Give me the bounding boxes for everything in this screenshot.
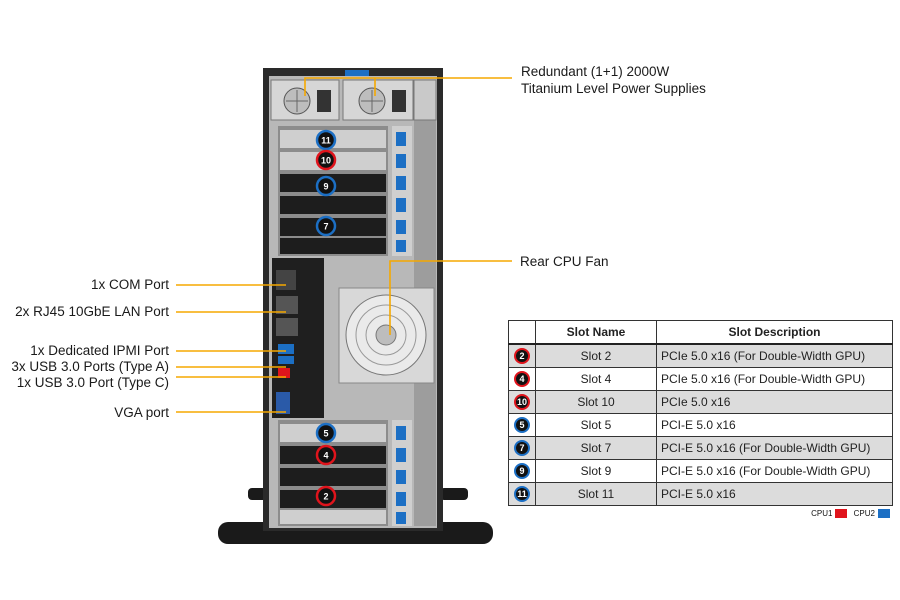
slot-desc-cell: PCIe 5.0 x16 <box>656 390 893 414</box>
slot-marker-7: 7 <box>315 215 337 237</box>
slot-badge-cell: 10 <box>508 390 536 414</box>
slot-name-cell: Slot 11 <box>535 482 657 506</box>
callout-line-fan <box>389 260 512 335</box>
slot-marker-2: 2 <box>315 485 337 507</box>
legend-cpu2-label: CPU2 <box>853 509 875 518</box>
slot-badge: 4 <box>514 371 530 387</box>
legend-cpu2-swatch <box>878 509 890 519</box>
slot-marker-9: 9 <box>315 175 337 197</box>
slot-table-header: Slot Name Slot Description <box>508 320 893 345</box>
callout-line-psu <box>304 77 512 96</box>
slot-desc-cell: PCI-E 5.0 x16 <box>656 482 893 506</box>
slot-marker-10: 10 <box>315 149 337 171</box>
slot-marker-11: 11 <box>315 129 337 151</box>
slot-badge-cell: 4 <box>508 367 536 391</box>
slot-badge: 9 <box>514 463 530 479</box>
slot-name-cell: Slot 4 <box>535 367 657 391</box>
slot-badge-cell: 11 <box>508 482 536 506</box>
slot-badge: 2 <box>514 348 530 364</box>
svg-text:10: 10 <box>321 156 331 166</box>
slot-badge-cell: 7 <box>508 436 536 460</box>
lan-port-callout: 2x RJ45 10GbE LAN Port <box>15 304 169 319</box>
psu-callout-line1: Redundant (1+1) 2000W <box>521 64 670 79</box>
slot-badge-cell: 9 <box>508 459 536 483</box>
psu-callout-line2: Titanium Level Power Supplies <box>521 81 706 96</box>
chassis-foot-right <box>440 488 468 500</box>
svg-text:11: 11 <box>321 136 331 146</box>
svg-text:7: 7 <box>323 222 328 232</box>
power-supply-2 <box>342 79 414 121</box>
slot-badge: 11 <box>514 486 530 502</box>
slot-name-cell: Slot 2 <box>535 343 657 368</box>
slot-desc-cell: PCIe 5.0 x16 (For Double-Width GPU) <box>656 343 893 368</box>
slot-marker-5: 5 <box>315 422 337 444</box>
usb-c-callout: 1x USB 3.0 Port (Type C) <box>16 375 169 390</box>
slot-desc-cell: PCIe 5.0 x16 (For Double-Width GPU) <box>656 367 893 391</box>
slot-badge: 5 <box>514 417 530 433</box>
ipmi-port-callout: 1x Dedicated IPMI Port <box>30 343 169 358</box>
slot-desc-cell: PCI-E 5.0 x16 <box>656 413 893 437</box>
slot-desc-cell: PCI-E 5.0 x16 (For Double-Width GPU) <box>656 459 893 483</box>
com-port-callout: 1x COM Port <box>90 277 169 292</box>
slot-table-header-name: Slot Name <box>535 320 657 345</box>
slot-table-header-desc: Slot Description <box>656 320 893 345</box>
vga-port-callout: VGA port <box>114 405 169 420</box>
svg-text:5: 5 <box>323 429 328 439</box>
slot-badge: 7 <box>514 440 530 456</box>
svg-text:4: 4 <box>323 451 328 461</box>
slot-table-header-badge <box>508 320 536 345</box>
io-panel <box>272 258 324 418</box>
svg-text:9: 9 <box>323 182 328 192</box>
cpu-legend: CPU1 CPU2 <box>811 509 894 519</box>
slot-marker-4: 4 <box>315 444 337 466</box>
slot-name-cell: Slot 10 <box>535 390 657 414</box>
slot-badge-cell: 5 <box>508 413 536 437</box>
power-supply-1 <box>270 79 340 121</box>
slot-name-cell: Slot 7 <box>535 436 657 460</box>
chassis-top-handle <box>345 70 369 76</box>
usb-a-callout: 3x USB 3.0 Ports (Type A) <box>11 359 169 374</box>
slot-name-cell: Slot 9 <box>535 459 657 483</box>
slot-badge: 10 <box>514 394 530 410</box>
svg-text:2: 2 <box>323 492 328 502</box>
slot-desc-cell: PCI-E 5.0 x16 (For Double-Width GPU) <box>656 436 893 460</box>
slot-name-cell: Slot 5 <box>535 413 657 437</box>
slot-badge-cell: 2 <box>508 343 536 368</box>
rear-fan-callout: Rear CPU Fan <box>520 254 609 269</box>
rear-cpu-fan <box>338 287 435 384</box>
legend-cpu1-swatch <box>835 509 848 519</box>
legend-cpu1-label: CPU1 <box>811 509 833 518</box>
